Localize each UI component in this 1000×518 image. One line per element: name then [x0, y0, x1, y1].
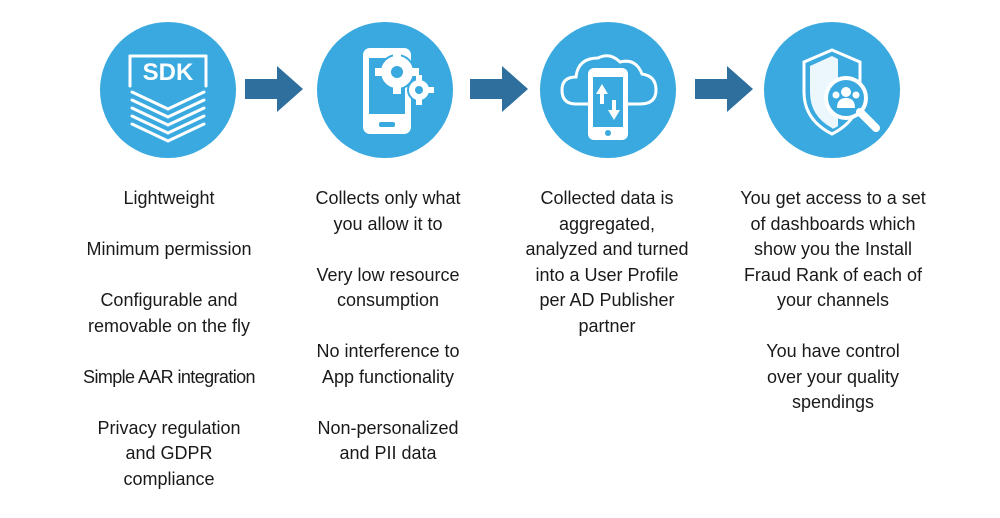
arrow-3-icon: [695, 66, 753, 112]
feature-dashboards: You get access to a set of dashboards wh…: [740, 188, 926, 310]
step-4-circle: [764, 22, 900, 158]
step-4-description: You get access to a set of dashboards wh…: [728, 186, 938, 441]
feature-non-personalized: Non-personalized and PII data: [317, 417, 459, 464]
sdk-label: SDK: [143, 59, 194, 86]
sdk-layers-icon: SDK: [128, 54, 208, 143]
feature-lightweight: Lightweight: [123, 188, 215, 208]
arrow-2-icon: [470, 66, 528, 112]
feature-aar-integration: Simple AAR integration: [83, 366, 256, 387]
arrow-1-icon: [245, 66, 303, 112]
feature-privacy-gdpr: Privacy regulation and GDPR compliance: [97, 417, 241, 489]
cloud-phone-sync-icon: [560, 54, 658, 140]
feature-aggregated-profile: Collected data is aggregated, analyzed a…: [525, 188, 689, 336]
step-2-features: Collects only what you allow it to Very …: [283, 186, 493, 492]
feature-no-interference: No interference to App functionality: [316, 341, 460, 387]
shield-search-users-icon: [802, 48, 880, 136]
step-3-circle: [540, 22, 676, 158]
feature-quality-control: You have control over your quality spend…: [766, 341, 900, 412]
phone-gears-icon: [363, 48, 434, 134]
feature-configurable: Configurable and removable on the fly: [87, 290, 251, 336]
step-1-features: Lightweight Minimum permission Configura…: [64, 186, 274, 518]
feature-low-resource: Very low resource consumption: [316, 264, 460, 311]
feature-minimum-permission: Minimum permission: [86, 239, 252, 259]
feature-collects-allowed: Collects only what you allow it to: [315, 188, 461, 234]
step-2-circle: [317, 22, 453, 158]
step-1-circle: SDK: [100, 22, 236, 158]
step-3-description: Collected data is aggregated, analyzed a…: [507, 186, 707, 339]
